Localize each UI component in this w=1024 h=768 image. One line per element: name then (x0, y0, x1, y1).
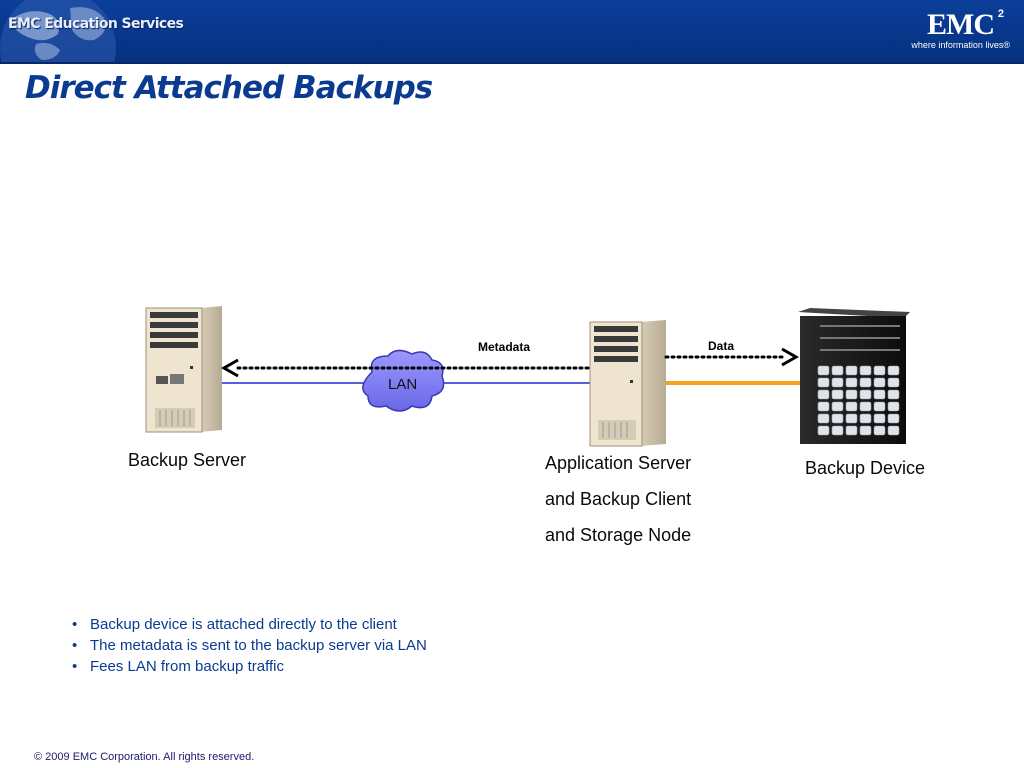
tape-cartridge-icon (831, 425, 844, 436)
emc-brand-superscript: 2 (997, 8, 1004, 20)
tape-cartridge-icon (845, 413, 858, 424)
application-server-label: Application Server and Backup Client and… (545, 445, 691, 553)
copyright-footer: © 2009 EMC Corporation. All rights reser… (34, 751, 255, 763)
header-banner: EMC Education Services EMC 2 where infor… (0, 0, 1024, 64)
tape-cartridge-icon (873, 413, 886, 424)
tape-cartridge-icon (873, 365, 886, 376)
tape-cartridge-icon (817, 413, 830, 424)
tape-cartridge-icon (831, 377, 844, 388)
metadata-label: Metadata (478, 340, 531, 354)
lan-label: LAN (388, 376, 418, 393)
tape-cartridge-icon (887, 401, 900, 412)
tape-cartridge-icon (873, 389, 886, 400)
tape-cartridge-icon (845, 389, 858, 400)
slide-title: Direct Attached Backups (25, 70, 433, 106)
tape-cartridge-icon (859, 377, 872, 388)
tape-cartridge-icon (831, 389, 844, 400)
tape-cartridge-icon (873, 425, 886, 436)
backup-server-label: Backup Server (128, 450, 247, 470)
bullet-item: The metadata is sent to the backup serve… (72, 635, 427, 656)
globe-icon (0, 0, 150, 62)
tape-cartridge-icon (887, 389, 900, 400)
emc-brand-mark: EMC (927, 8, 995, 41)
backup-server-icon (145, 306, 222, 433)
application-server-label-line: and Backup Client (545, 489, 692, 509)
data-label: Data (708, 339, 735, 353)
tape-cartridge-icon (887, 377, 900, 388)
backup-device-icon (798, 308, 910, 444)
application-server-label-line: Application Server (545, 453, 692, 473)
tape-cartridge-icon (887, 413, 900, 424)
tape-cartridge-icon (873, 377, 886, 388)
emc-tagline: where information lives® (911, 40, 1010, 50)
bullet-list: Backup device is attached directly to th… (72, 614, 427, 677)
tape-cartridge-icon (831, 413, 844, 424)
tape-cartridge-icon (817, 401, 830, 412)
tape-cartridge-icon (817, 365, 830, 376)
tape-cartridge-icon (859, 425, 872, 436)
tape-cartridge-icon (873, 401, 886, 412)
tape-cartridge-icon (859, 389, 872, 400)
tape-cartridge-icon (887, 425, 900, 436)
tape-cartridge-icon (845, 365, 858, 376)
tape-cartridge-icon (859, 401, 872, 412)
metadata-flow-arrow (220, 358, 592, 378)
emc-logo: EMC 2 where information lives® (894, 6, 1014, 54)
bullet-item: Fees LAN from backup traffic (72, 656, 427, 677)
tape-cartridge-icon (859, 365, 872, 376)
tape-cartridge-icon (845, 401, 858, 412)
education-services-logo: EMC Education Services (8, 16, 184, 32)
application-server-label-line: and Storage Node (545, 525, 692, 545)
bullet-item: Backup device is attached directly to th… (72, 614, 427, 635)
tape-cartridge-icon (887, 365, 900, 376)
lan-cloud-icon (362, 349, 445, 412)
tape-cartridge-icon (859, 413, 872, 424)
backup-device-label: Backup Device (805, 458, 926, 478)
tape-cartridge-icon (845, 377, 858, 388)
application-server-icon (589, 320, 666, 447)
data-flow-arrow (664, 347, 800, 367)
tape-cartridge-icon (817, 425, 830, 436)
tape-cartridge-icon (831, 401, 844, 412)
tape-cartridge-icon (845, 425, 858, 436)
tape-cartridge-icon (831, 365, 844, 376)
tape-cartridge-icon (817, 389, 830, 400)
tape-cartridge-icon (817, 377, 830, 388)
